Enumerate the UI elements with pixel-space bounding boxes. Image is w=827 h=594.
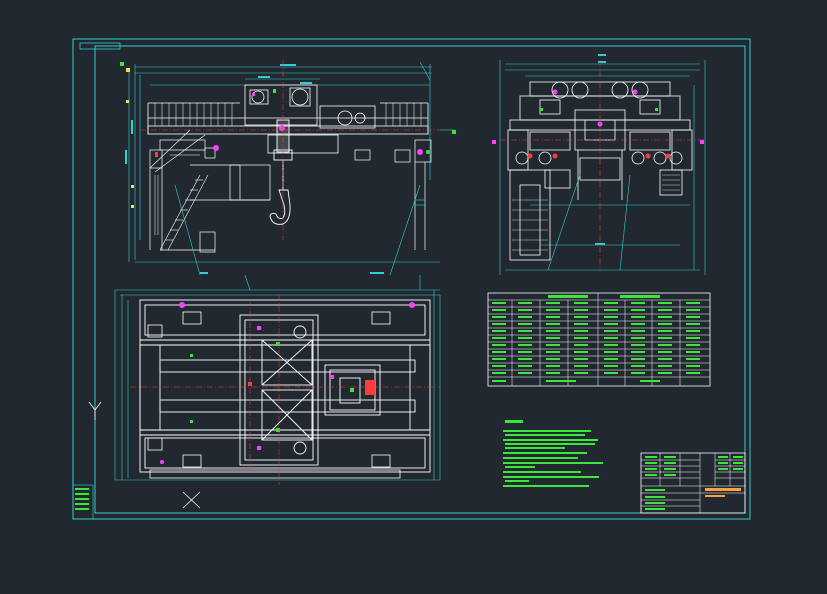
inner-border xyxy=(94,45,746,514)
hook-center-mark xyxy=(279,125,285,131)
technical-notes xyxy=(503,420,603,487)
y-axis-icon xyxy=(88,401,102,420)
front-elevation-view xyxy=(125,60,455,276)
side-elevation-view xyxy=(492,54,706,275)
sheet-label-box xyxy=(79,42,121,50)
parameter-table xyxy=(487,292,711,387)
outer-border xyxy=(72,38,751,520)
revision-stamp-column xyxy=(72,484,94,520)
x-mark-icon xyxy=(182,491,201,509)
plan-view xyxy=(114,274,441,485)
title-block xyxy=(640,452,746,514)
